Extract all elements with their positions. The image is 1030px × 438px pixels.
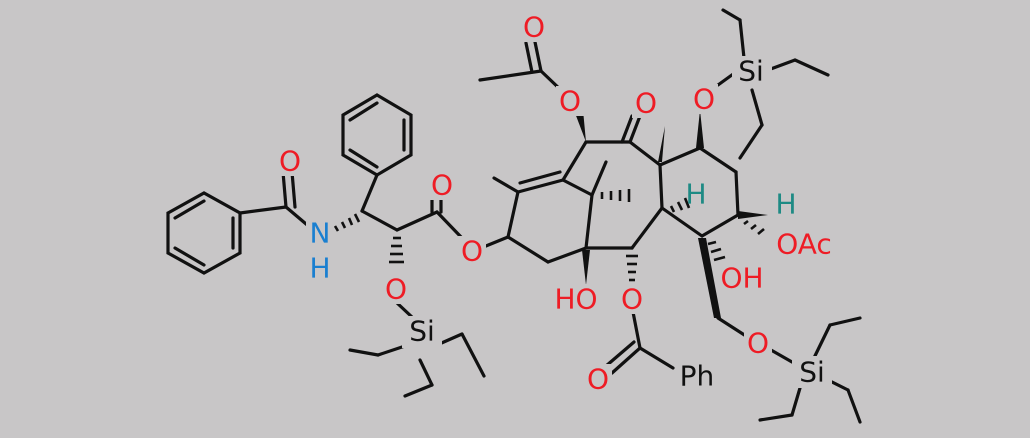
- top-tes-group: [716, 8, 830, 160]
- atom-labels: O O O O Si O N H O O O Si H H OAc OH HO …: [276, 11, 840, 396]
- ring-c-substituents: [698, 211, 768, 338]
- atom-o-benzoate-carbonyl: O: [587, 363, 609, 396]
- core-ring-a: [492, 140, 594, 264]
- core-ring-b: [584, 114, 665, 250]
- bottom-tes-group: [758, 316, 862, 424]
- atom-o-amide: O: [279, 145, 301, 178]
- atom-o-ester-carbonyl: O: [431, 169, 453, 202]
- benzoate-group: [604, 254, 675, 375]
- atom-ph: Ph: [680, 360, 715, 393]
- acetoxy-top: [478, 40, 586, 142]
- atom-o-tes-bottom: O: [747, 327, 769, 360]
- atom-o-tes-side: O: [385, 273, 407, 306]
- atom-oh-left: HO: [554, 283, 597, 316]
- sidechain-phenyl-ring: [341, 93, 413, 213]
- atom-o-benzoate-ester: O: [621, 283, 643, 316]
- atom-si-top: Si: [738, 55, 764, 88]
- atom-si-side: Si: [409, 315, 435, 348]
- sidechain-backbone: [333, 194, 464, 320]
- atom-h-ring-a: H: [685, 178, 706, 211]
- gem-dimethyl: [590, 160, 631, 202]
- atom-o-ketone: O: [635, 87, 657, 120]
- atom-o-ester-link: O: [461, 235, 483, 268]
- c1-hydroxy-bond: [582, 250, 590, 285]
- amide-bonds: [238, 170, 314, 231]
- core-ring-c: [658, 110, 740, 238]
- atom-o-acetyl-carbonyl: O: [523, 11, 545, 44]
- benzamide-phenyl-ring: [166, 191, 242, 275]
- atom-o-acetyl-ester: O: [559, 85, 581, 118]
- atom-oh-right: OH: [720, 262, 763, 295]
- atom-oac: OAc: [776, 228, 832, 261]
- atom-o-tes-top: O: [693, 83, 715, 116]
- atom-h-amide: H: [309, 252, 330, 285]
- atom-h-ring-b: H: [775, 188, 796, 221]
- atom-si-bottom: Si: [799, 356, 825, 389]
- atom-n-amide: N: [310, 217, 331, 250]
